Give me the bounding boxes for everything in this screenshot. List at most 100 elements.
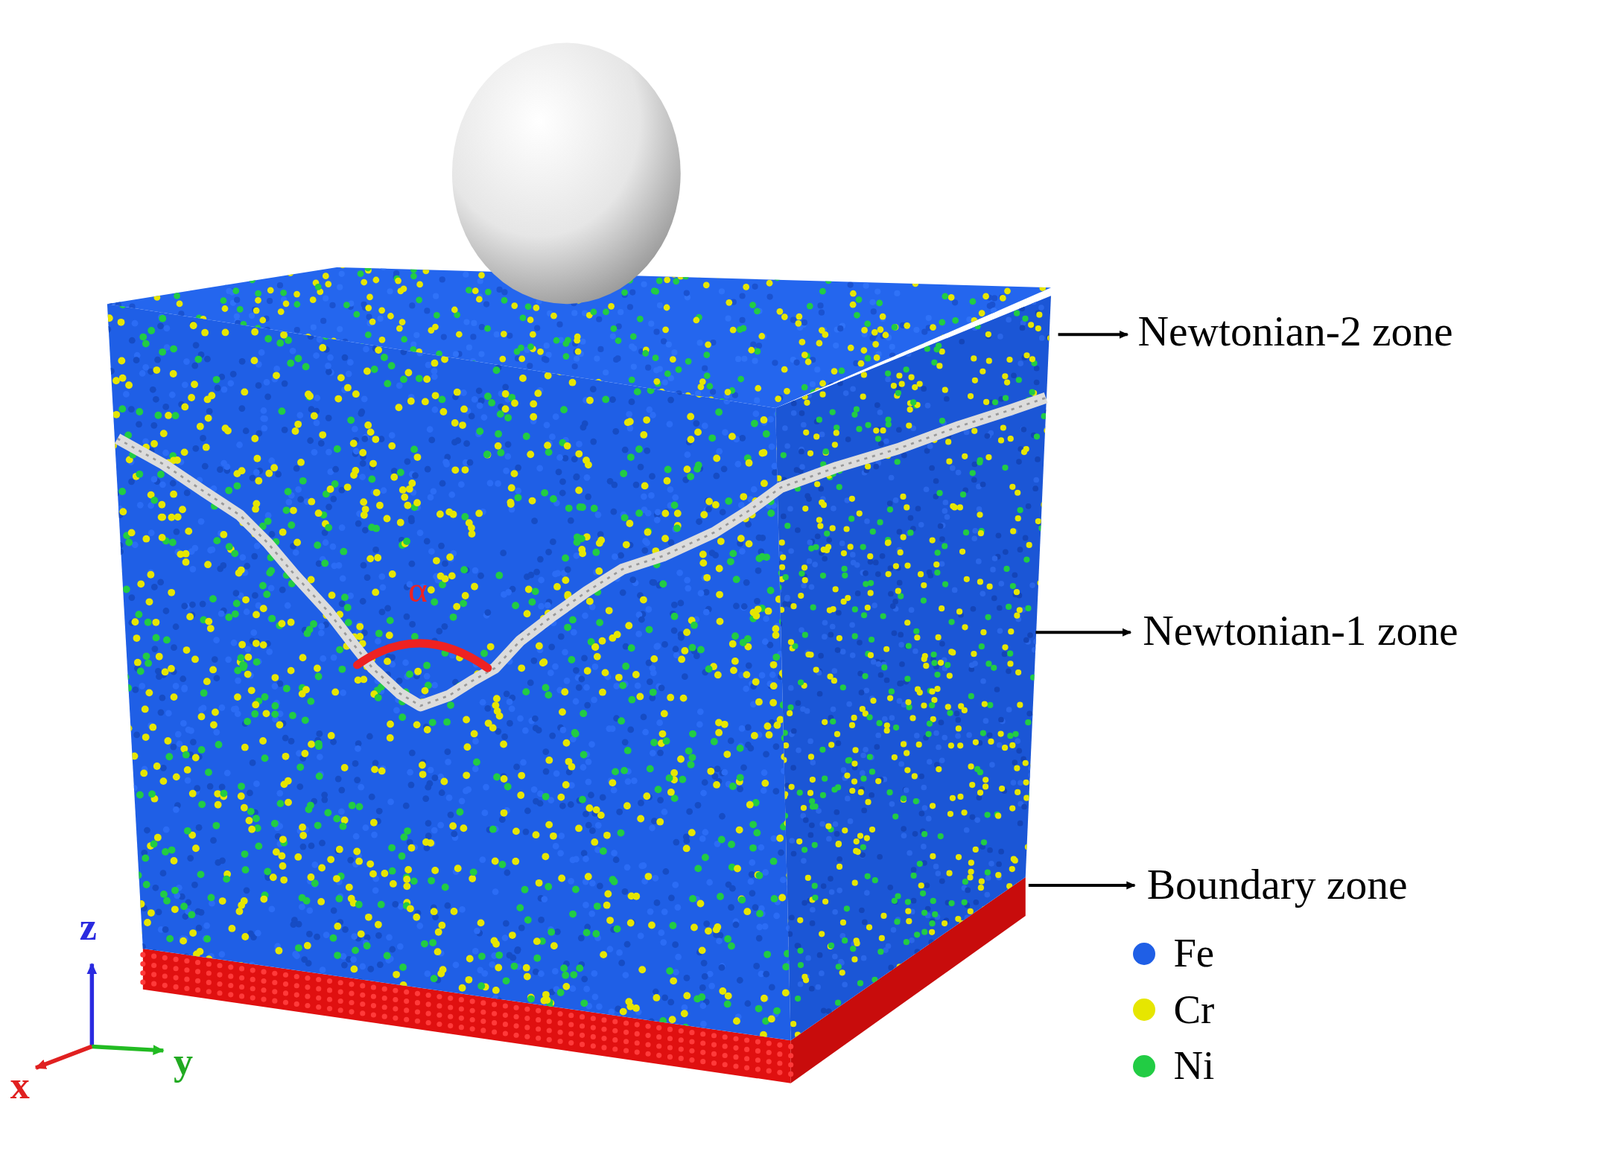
atom xyxy=(306,931,313,938)
atom xyxy=(772,654,780,662)
atom xyxy=(581,975,588,983)
atom xyxy=(706,767,715,776)
atom xyxy=(183,984,191,992)
atom xyxy=(789,350,797,357)
atom xyxy=(547,669,555,677)
atom xyxy=(233,1014,240,1022)
atom xyxy=(592,993,599,1001)
atom xyxy=(552,843,560,850)
atom xyxy=(464,743,472,751)
atom xyxy=(440,778,448,786)
atom xyxy=(423,726,432,734)
atom xyxy=(125,539,133,547)
atom xyxy=(400,348,407,356)
atom xyxy=(374,346,383,354)
atom xyxy=(372,268,380,276)
atom xyxy=(189,601,196,609)
atom xyxy=(105,633,113,640)
atom xyxy=(400,493,409,502)
atom xyxy=(677,634,685,642)
atom xyxy=(161,848,170,856)
atom xyxy=(578,796,587,804)
atom xyxy=(666,694,675,702)
atom xyxy=(161,963,170,971)
atom xyxy=(458,906,466,914)
atom xyxy=(742,671,751,679)
atom xyxy=(724,353,732,361)
atom xyxy=(224,656,232,663)
atom xyxy=(516,715,524,722)
atom xyxy=(727,840,736,849)
atom xyxy=(661,908,669,916)
atom xyxy=(717,537,725,546)
atom xyxy=(408,782,415,789)
atom xyxy=(338,787,345,795)
atom xyxy=(192,445,199,453)
atom xyxy=(531,715,539,723)
atom xyxy=(230,549,239,558)
atom xyxy=(435,627,443,635)
atom xyxy=(318,344,327,352)
atom xyxy=(563,624,572,632)
atom xyxy=(338,989,345,996)
atom xyxy=(414,1024,422,1032)
atom xyxy=(119,771,126,779)
atom xyxy=(181,685,188,692)
atom xyxy=(709,549,716,557)
atom xyxy=(99,271,106,279)
atom xyxy=(277,407,286,415)
atom xyxy=(770,835,777,843)
atom xyxy=(184,777,192,785)
atom xyxy=(287,318,295,326)
atom xyxy=(782,963,790,971)
atom xyxy=(289,347,297,355)
atom xyxy=(410,445,418,453)
atom xyxy=(654,785,663,794)
atom xyxy=(359,460,367,468)
atom xyxy=(138,683,146,690)
atom xyxy=(155,908,163,916)
atom xyxy=(195,925,203,932)
atom xyxy=(144,659,152,668)
atom xyxy=(522,688,530,696)
atom xyxy=(303,942,312,950)
atom xyxy=(353,448,360,456)
atom xyxy=(494,442,503,450)
atom xyxy=(141,705,149,713)
atom xyxy=(254,282,261,290)
atom xyxy=(667,486,675,494)
atom xyxy=(650,311,657,319)
atom xyxy=(333,951,342,960)
atom xyxy=(598,637,607,646)
atom xyxy=(777,849,785,857)
atom xyxy=(776,286,783,294)
atom xyxy=(218,951,225,958)
atom xyxy=(648,922,656,930)
atom xyxy=(687,345,695,353)
atom xyxy=(699,835,707,843)
atom xyxy=(641,547,649,555)
atom xyxy=(300,1015,308,1022)
atom xyxy=(165,710,173,718)
atom xyxy=(475,387,483,395)
atom xyxy=(131,686,139,694)
atom xyxy=(590,696,598,704)
atom xyxy=(250,1010,258,1019)
atom xyxy=(388,946,396,954)
atom xyxy=(432,406,439,414)
atom xyxy=(588,910,596,918)
atom xyxy=(648,492,655,500)
atom xyxy=(585,804,593,812)
atom xyxy=(753,963,760,970)
atom xyxy=(347,359,354,366)
atom xyxy=(424,970,432,978)
atom xyxy=(151,645,158,653)
atom xyxy=(533,954,541,963)
atom xyxy=(104,326,111,333)
atom xyxy=(580,751,588,760)
atom xyxy=(678,776,687,784)
atom xyxy=(582,902,590,909)
atom xyxy=(762,638,769,646)
atom xyxy=(634,683,642,690)
atom xyxy=(562,781,570,789)
